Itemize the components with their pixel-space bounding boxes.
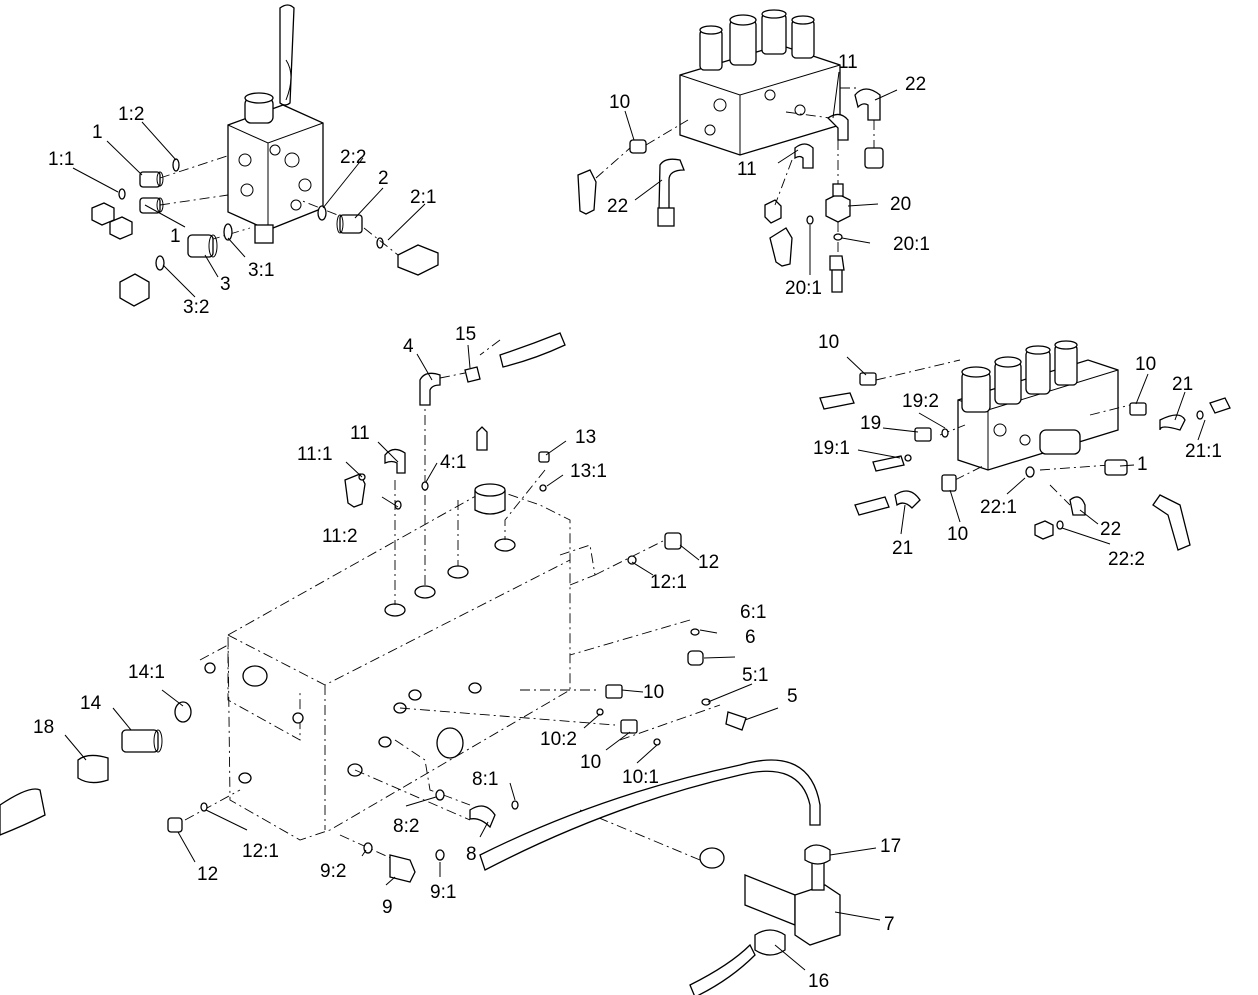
callout-label: 22:1	[980, 497, 1017, 518]
callout-label: 16	[808, 971, 829, 992]
callout-label: 11:2	[322, 526, 358, 547]
callout-label: 20:1	[785, 278, 822, 299]
suction-hose-and-filter	[479, 759, 841, 995]
callout-label: 8	[466, 844, 477, 865]
callout-label: 21:1	[1185, 441, 1222, 462]
callout-label: 12	[197, 864, 218, 885]
callout-label: 3	[220, 274, 231, 295]
callout-label: 1:2	[118, 104, 144, 125]
callout-label: 10	[947, 524, 968, 545]
fitting-1-lower	[139, 197, 164, 214]
callout-label: 4:1	[440, 452, 466, 473]
callout-label: 9	[382, 897, 393, 918]
callout-label: 5:1	[742, 665, 768, 686]
callout-label: 12:1	[650, 572, 687, 593]
callout-label: 20	[890, 194, 911, 215]
callout-label: 2:2	[340, 147, 366, 168]
callout-label: 18	[33, 717, 54, 738]
callout-label: 14:1	[128, 662, 165, 683]
callout-label: 10	[609, 92, 630, 113]
callout-label: 19:1	[813, 438, 850, 459]
callout-label: 11	[838, 52, 858, 73]
callout-label: 1	[1137, 454, 1148, 475]
callout-label: 22	[607, 196, 628, 217]
valve-manifold-right	[819, 340, 1231, 551]
callout-label: 11	[737, 159, 757, 180]
callout-label: 5	[787, 686, 798, 707]
callout-label: 8:2	[393, 816, 419, 837]
callout-label: 10	[643, 682, 664, 703]
callout-label: 6	[745, 627, 756, 648]
callout-label: 20:1	[893, 234, 930, 255]
callout-label: 17	[880, 836, 901, 857]
callout-label: 12:1	[242, 841, 279, 862]
leader-lines	[64, 71, 1206, 971]
callout-label: 7	[884, 914, 895, 935]
callout-label: 1	[92, 122, 103, 143]
callout-label: 21	[1172, 374, 1193, 395]
callout-label: 10	[580, 752, 601, 773]
callout-label: 1	[170, 226, 181, 247]
tank-fittings	[0, 332, 747, 883]
callout-label: 3:2	[183, 297, 209, 318]
callout-labels: 1:2 1 1:1 1 2:2 2 2:1 3:1 3 3:2 10 11 22…	[33, 52, 1222, 992]
callout-label: 22	[1100, 519, 1121, 540]
callout-label: 2:1	[410, 187, 436, 208]
control-valve-assembly	[91, 4, 439, 307]
callout-label: 10	[818, 332, 839, 353]
callout-label: 9:2	[320, 861, 346, 882]
callout-label: 15	[455, 324, 476, 345]
callout-label: 21	[892, 538, 913, 559]
fitting-2	[336, 214, 363, 234]
callout-label: 10	[1135, 354, 1156, 375]
fitting-3	[187, 234, 218, 258]
callout-label: 14	[80, 693, 102, 714]
callout-label: 11	[350, 423, 370, 444]
callout-label: 2	[378, 168, 389, 189]
fitting-1-upper	[139, 171, 164, 188]
callout-label: 4	[403, 336, 414, 357]
callout-label: 22:2	[1108, 549, 1145, 570]
callout-label: 13:1	[570, 461, 607, 482]
valve-manifold-upper	[577, 9, 884, 293]
callout-label: 12	[698, 552, 719, 573]
callout-label: 1:1	[48, 149, 74, 170]
callout-label: 8:1	[472, 769, 498, 790]
callout-label: 22	[905, 74, 926, 95]
callout-label: 13	[575, 427, 596, 448]
callout-label: 19:2	[902, 391, 939, 412]
callout-label: 10:2	[540, 729, 577, 750]
callout-label: 6:1	[740, 602, 766, 623]
callout-label: 19	[860, 413, 881, 434]
callout-label: 3:1	[248, 260, 274, 281]
callout-label: 10:1	[622, 767, 659, 788]
callout-label: 9:1	[430, 882, 456, 903]
callout-label: 11:1	[297, 444, 333, 465]
